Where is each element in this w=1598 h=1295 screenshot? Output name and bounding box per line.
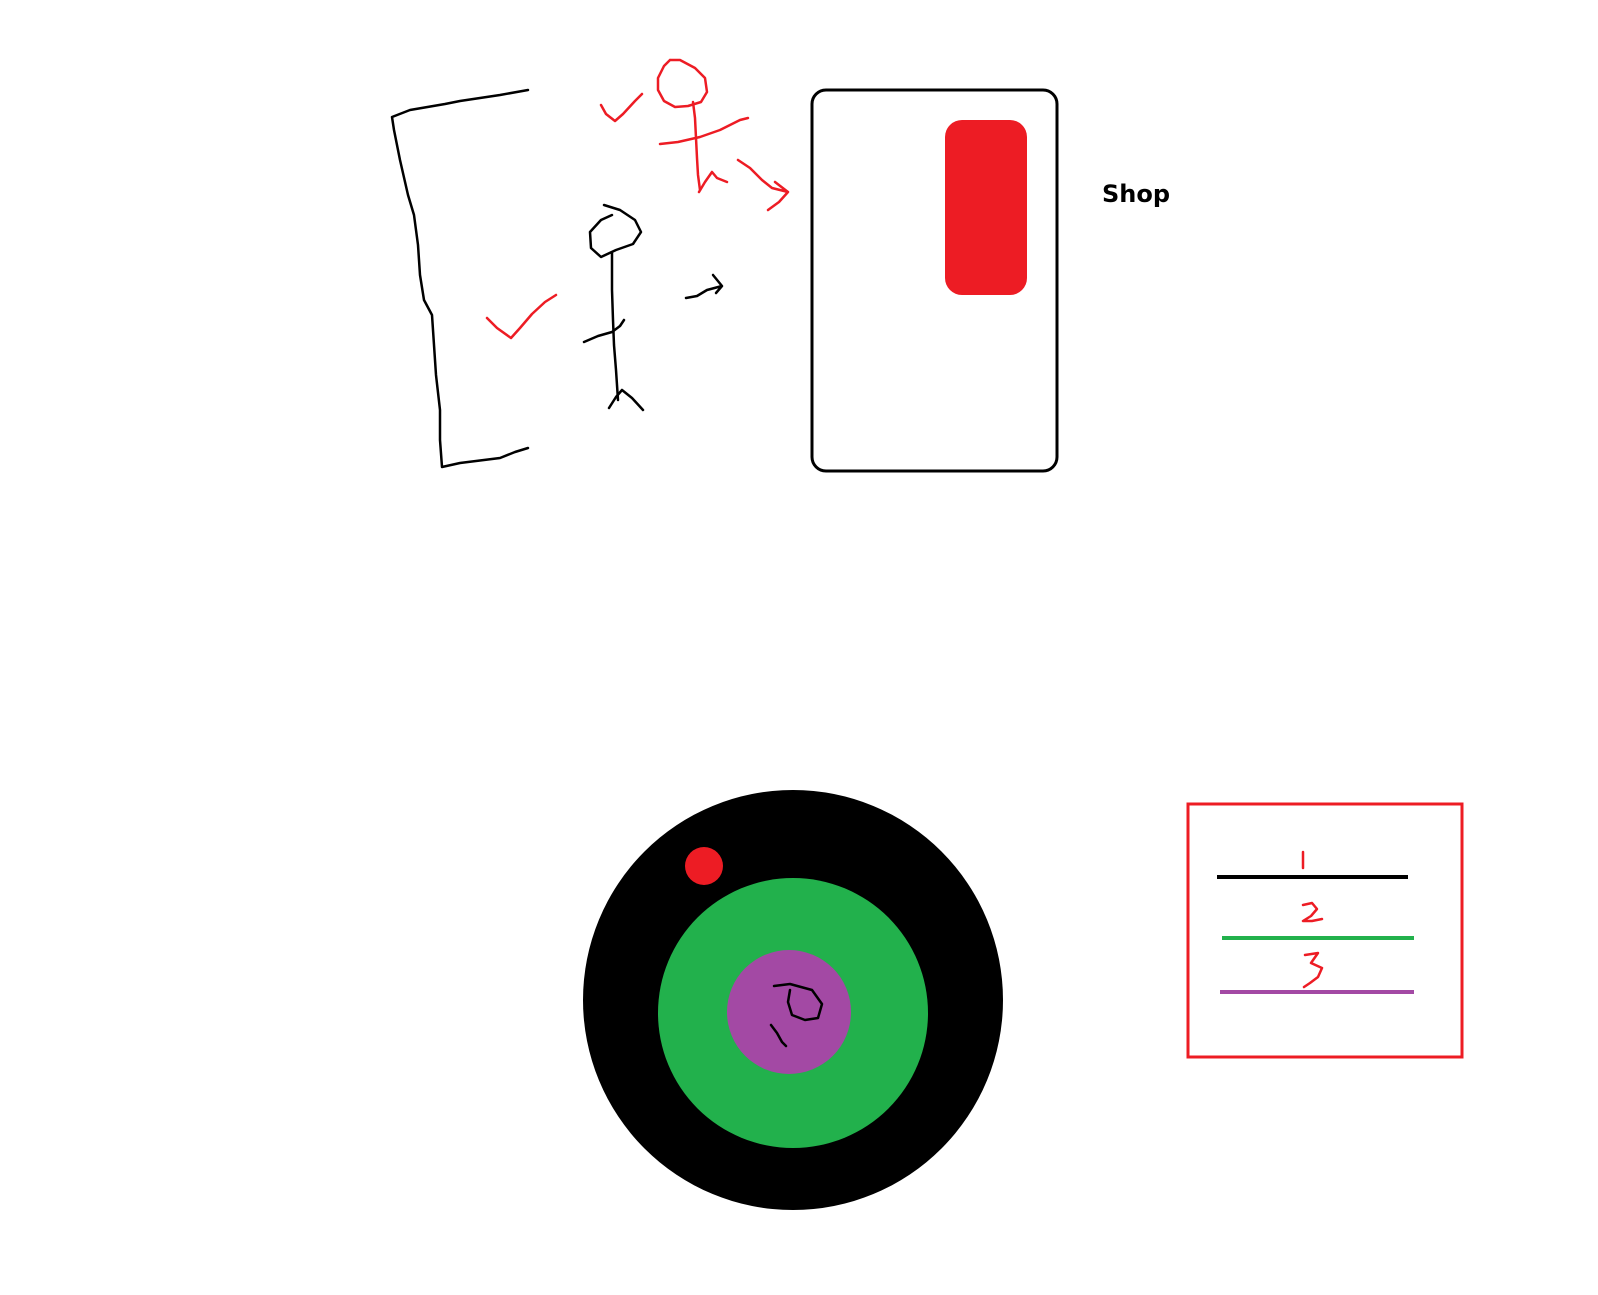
red-figure-legs [697, 170, 729, 194]
red-figure-body [691, 100, 702, 192]
red-figure-arms [658, 116, 750, 146]
shop-label: Shop [1102, 180, 1171, 208]
red-dot-marker[interactable] [685, 847, 723, 885]
red-stick-figure [656, 58, 750, 194]
bracket-wall-drawing [390, 88, 530, 469]
black-stick-figure [582, 203, 645, 412]
red-checkmark-middle [485, 293, 558, 340]
black-figure-body [610, 251, 620, 402]
legend-box [1186, 802, 1464, 1059]
center-d-mark [769, 982, 824, 1048]
legend-number-2 [1301, 901, 1324, 923]
shop-card-red-slot [945, 120, 1027, 295]
inner-purple-circle [727, 950, 851, 1074]
black-arrow [684, 273, 724, 300]
red-checkmark-top [599, 92, 644, 123]
red-figure-head [656, 58, 709, 109]
red-arrow [736, 158, 790, 212]
shop-card[interactable] [810, 88, 1059, 473]
black-figure-legs [607, 388, 645, 412]
black-figure-head [588, 203, 643, 259]
legend-frame [1186, 802, 1464, 1059]
black-figure-arms [582, 318, 626, 344]
legend-number-3 [1302, 951, 1324, 989]
target-circles [583, 790, 1003, 1210]
